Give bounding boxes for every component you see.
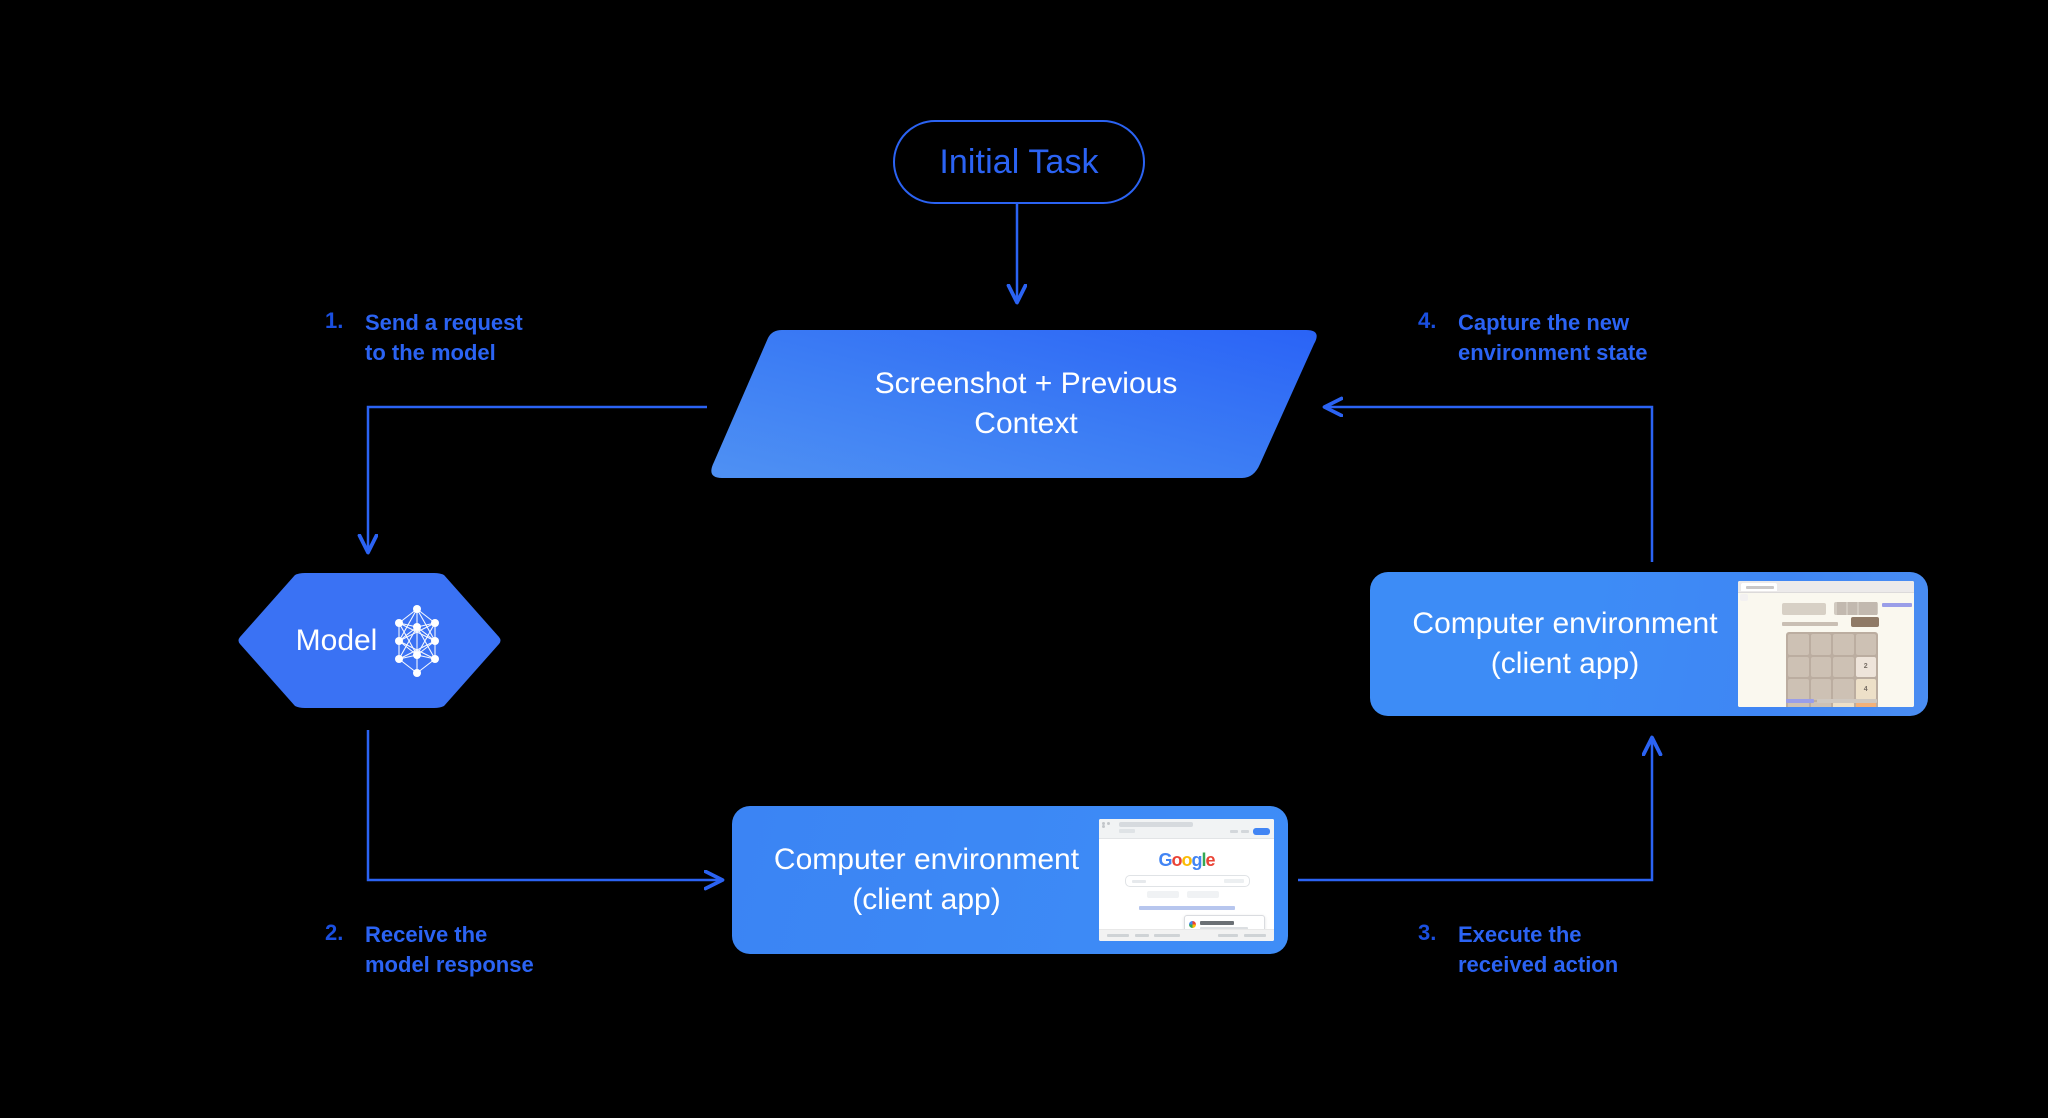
browser-tab — [1741, 582, 1777, 591]
arrow-env-bottom-to-env-right — [1298, 738, 1652, 882]
promo-text — [1138, 906, 1235, 910]
model-node-shape — [238, 573, 501, 708]
score-boxes — [1834, 602, 1878, 615]
sign-in-button[interactable] — [1253, 828, 1270, 835]
game-subtitle — [1782, 622, 1838, 626]
step-label-1: 1. Send a request to the model — [325, 308, 523, 368]
arrow-env-right-to-context — [1325, 407, 1654, 562]
env-bottom-label-line2: (client app) — [852, 883, 1001, 916]
google-search-buttons[interactable] — [1146, 891, 1227, 898]
initial-task-label: Initial Task — [939, 142, 1099, 181]
step-label-2: 2. Receive the model response — [325, 920, 534, 980]
step-label-3: 3. Execute the received action — [1418, 920, 1618, 980]
tile-4: 4 — [1855, 679, 1876, 700]
browser-address-bar — [1119, 821, 1193, 827]
browser-url-bar — [1740, 594, 1748, 601]
step-2-number: 2. — [325, 920, 344, 945]
step-3-text: Execute the received action — [1458, 922, 1619, 977]
page-top-right-nav — [1224, 828, 1270, 835]
step-4-number: 4. — [1418, 308, 1437, 333]
context-label-line1: Screenshot + Previous — [874, 367, 1178, 401]
neural-network-icon — [395, 604, 440, 677]
context-node-shape — [711, 330, 1317, 478]
env-bottom-label-line1: Computer environment — [773, 843, 1080, 877]
step-2-text: Receive the model response — [365, 922, 534, 977]
thumbnail-google-homepage: Google — [1099, 819, 1274, 941]
new-game-button[interactable] — [1851, 617, 1879, 627]
arrow-model-to-env-bottom — [366, 730, 722, 880]
game-footer — [1786, 699, 1878, 703]
step-1-text: Send a request to the model — [365, 310, 523, 365]
browser-nav-dots — [1102, 822, 1116, 828]
google-search-input[interactable] — [1125, 875, 1250, 887]
initial-task-node: Initial Task — [893, 120, 1145, 204]
browser-topbar — [1738, 581, 1914, 593]
step-3-number: 3. — [1418, 920, 1437, 945]
model-node: Model — [237, 573, 502, 708]
browser-tab-strip — [1119, 829, 1135, 833]
google-logo: Google — [1158, 850, 1215, 870]
google-g-icon — [1189, 921, 1196, 928]
env-node-bottom: Computer environment (client app) Google — [732, 806, 1288, 954]
step-label-4: 4. Capture the new environment state — [1418, 308, 1648, 368]
header-link — [1882, 603, 1912, 607]
step-1-number: 1. — [325, 308, 344, 333]
context-node: Screenshot + Previous Context — [706, 330, 1322, 478]
env-right-label-line1: Computer environment — [1412, 607, 1718, 641]
env-right-label-line2: (client app) — [1490, 647, 1640, 680]
tile-2: 2 — [1855, 656, 1876, 677]
arrow-context-to-model — [368, 405, 707, 552]
tile-8: 8 — [1855, 701, 1876, 707]
context-label-line2: Context — [974, 407, 1078, 440]
game-board[interactable]: 2 4 48 — [1786, 632, 1878, 707]
step-4-text: Capture the new environment state — [1458, 310, 1648, 365]
model-label: Model — [295, 623, 378, 657]
thumbnail-2048-game: 2 4 48 — [1738, 581, 1914, 707]
env-node-right: Computer environment (client app) 2 4 48 — [1370, 572, 1928, 716]
tile-4-b: 4 — [1833, 701, 1854, 707]
page-footer — [1099, 929, 1274, 941]
game-title — [1782, 603, 1826, 615]
